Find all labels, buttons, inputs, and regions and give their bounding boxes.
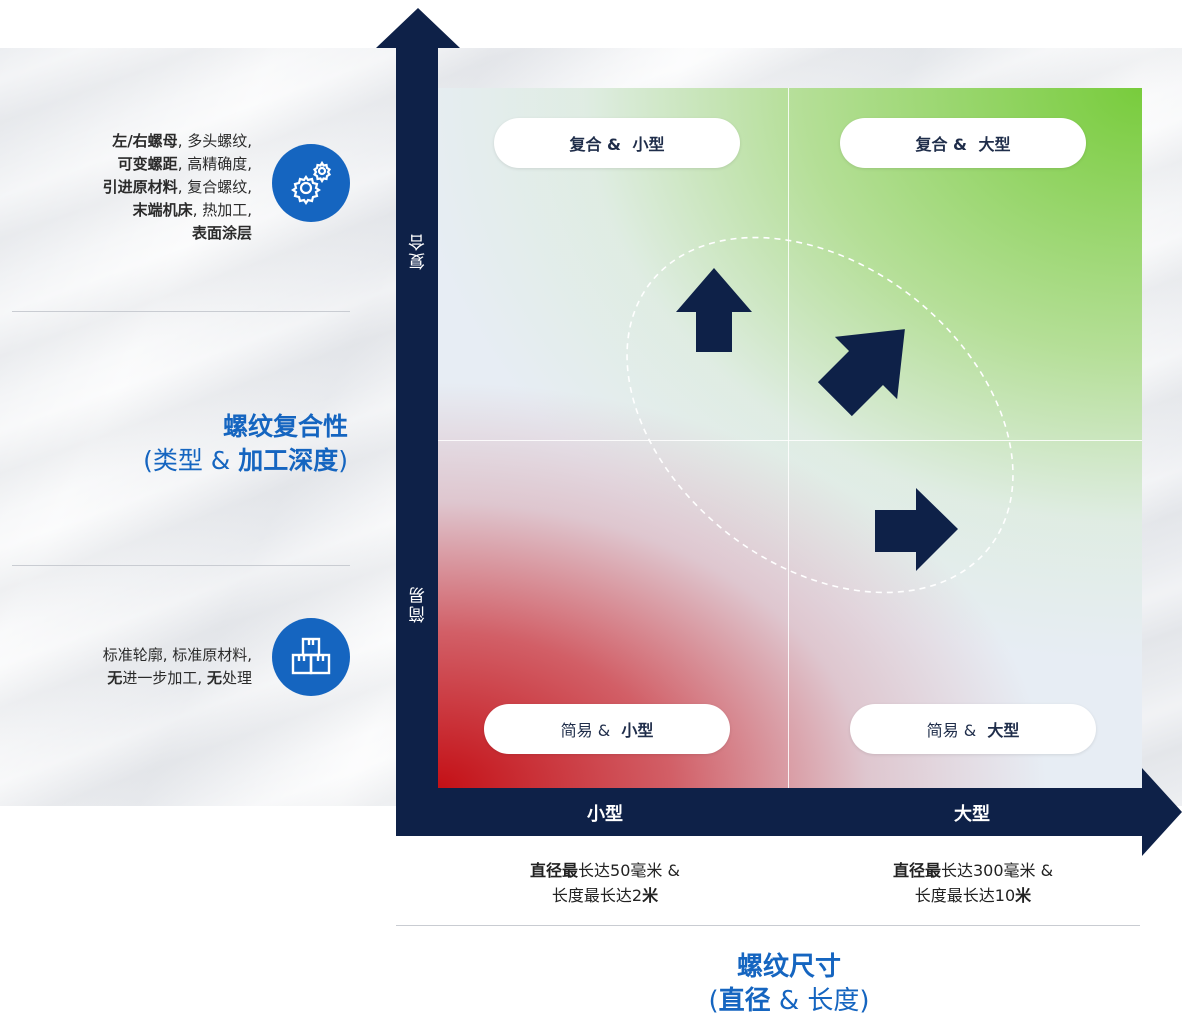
simple-features-text: 标准轮廓, 标准原材料, 无进一步加工, 无处理 — [102, 646, 252, 687]
small-size-note: 直径最长达50毫米 & 长度最长达2米 — [530, 861, 680, 905]
x-axis-title: 螺纹尺寸 (直径 & 长度) — [708, 952, 870, 1016]
x-axis-right-label: 大型 — [954, 804, 990, 825]
y-axis-bottom-label: 简易 — [409, 585, 429, 623]
stacked-boxes-icon — [272, 618, 350, 696]
bottom-divider — [396, 925, 1140, 926]
vertical-gridline — [788, 88, 789, 788]
left-divider-top — [12, 311, 350, 312]
quadrant-simple-large: 简易 & 大型 — [850, 704, 1096, 754]
y-axis-title: 螺纹复合性 (类型 & 加工深度) — [143, 412, 348, 475]
gears-icon — [272, 144, 350, 222]
large-size-note: 直径最长达300毫米 & 长度最长达10米 — [892, 861, 1054, 905]
quadrant-complex-large: 复合 & 大型 — [840, 118, 1086, 168]
complex-features-text: 左/右螺母, 多头螺纹, 可变螺距, 高精确度, 引进原材料, 复合螺纹, 末端… — [102, 132, 252, 242]
quadrant-simple-small: 简易 & 小型 — [484, 704, 730, 754]
x-axis-left-label: 小型 — [587, 804, 623, 825]
quadrant-complex-small: 复合 & 小型 — [494, 118, 740, 168]
y-axis-top-label: 复合 — [409, 232, 429, 270]
quadrant-grid — [438, 88, 1142, 788]
left-divider-bottom — [12, 565, 350, 566]
horizontal-gridline — [438, 440, 1142, 441]
